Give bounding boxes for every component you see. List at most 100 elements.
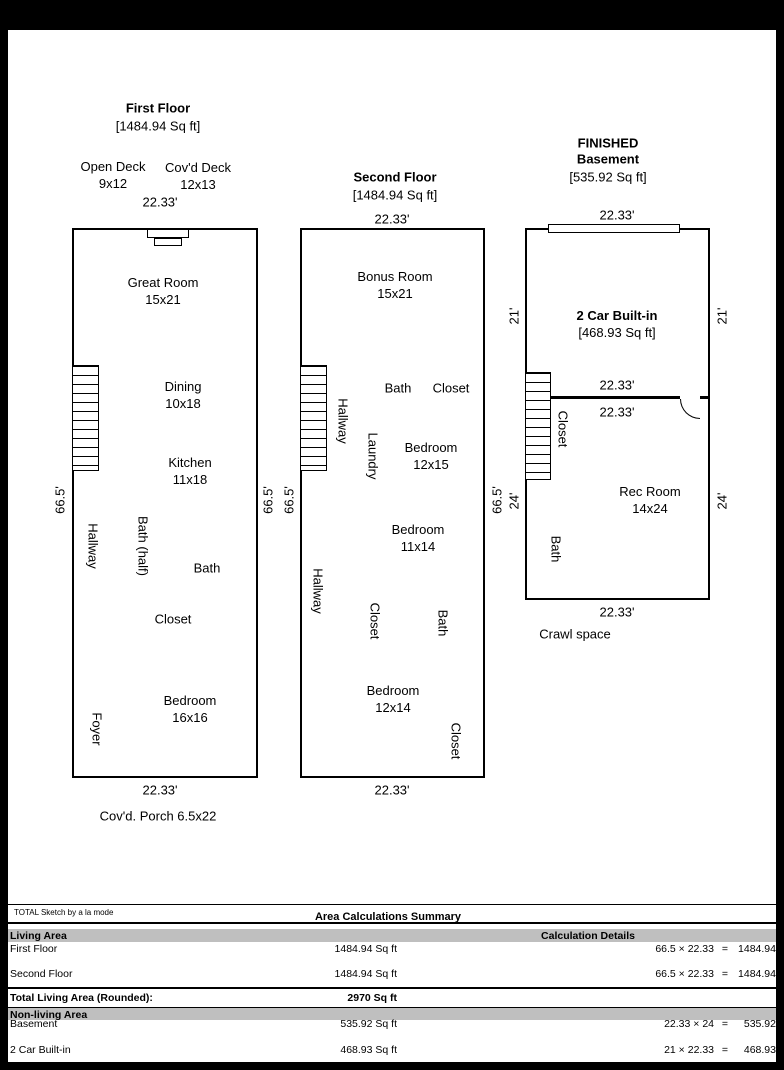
sf-bath-upper-label: Bath — [384, 380, 412, 396]
row-result: 1484.94 — [738, 968, 776, 980]
room-name: Rec Room — [619, 484, 681, 499]
row-result: 535.92 — [743, 1018, 776, 1030]
row-label: Second Floor — [10, 968, 73, 980]
sf-closet-lower-label: Closet — [448, 722, 464, 760]
bm-dim-garage-left: 21' — [506, 307, 522, 325]
sf-closet-upper-label: Closet — [432, 380, 470, 396]
ff-bedroom-label: Bedroom 16x16 — [164, 692, 217, 726]
first-floor-title: First Floor — [125, 100, 191, 116]
basement-title-line2: Basement — [576, 151, 640, 167]
calc-details-header: Calculation Details — [541, 930, 635, 942]
row-equals: = — [721, 968, 729, 980]
garage-label: 2 Car Built-in [468.93 Sq ft] — [577, 307, 658, 341]
sf-dim-left: 66.5' — [281, 486, 297, 514]
sf-bedroom1-label: Bedroom 12x15 — [405, 439, 458, 473]
great-room-label: Great Room 15x21 — [128, 274, 199, 308]
row-label: First Floor — [10, 943, 58, 955]
sf-hallway-upper-label: Hallway — [335, 398, 351, 444]
row-result: 1484.94 — [738, 943, 776, 955]
ff-dim-left: 66.5' — [52, 486, 68, 514]
room-dim: 9x12 — [98, 176, 128, 191]
table-row-first-floor: First Floor 1484.94 Sq ft 66.5 × 22.33 =… — [8, 943, 776, 956]
row-equals: = — [721, 943, 729, 955]
sf-bedroom3-label: Bedroom 12x14 — [367, 682, 420, 716]
room-name: Open Deck — [80, 159, 146, 174]
basement-interior-wall — [550, 396, 680, 399]
room-dim: 16x16 — [172, 710, 208, 725]
ff-dim-bottom: 22.33' — [142, 782, 178, 798]
living-area-header-band: Living Area Calculation Details — [8, 929, 776, 942]
nonliving-header: Non-living Area — [10, 1009, 88, 1021]
garage-door — [548, 224, 680, 233]
ff-hallway-label: Hallway — [85, 523, 101, 569]
deck-step-outer — [147, 229, 189, 238]
covd-deck-label: Cov'd Deck 12x13 — [165, 159, 231, 193]
room-dim: 15x21 — [377, 286, 413, 301]
room-dim: 11x14 — [400, 539, 436, 554]
summary-divider-header — [8, 922, 776, 924]
row-factors: 21 × 22.33 — [664, 1044, 714, 1056]
dining-label: Dining 10x18 — [165, 378, 202, 412]
row-factors: 22.33 × 24 — [664, 1018, 714, 1030]
summary-divider-top — [8, 904, 776, 905]
deck-step-inner — [154, 238, 182, 246]
table-row-basement: Basement 535.92 Sq ft 22.33 × 24 = 535.9… — [8, 1018, 776, 1031]
ff-closet-label: Closet — [154, 611, 192, 627]
row-equals: = — [721, 1044, 729, 1056]
ff-bath-half-label: Bath (half) — [135, 516, 151, 576]
basement-area: [535.92 Sq ft] — [569, 169, 647, 185]
basement-outline — [525, 228, 710, 600]
room-dim: 10x18 — [165, 396, 201, 411]
room-name: Kitchen — [168, 455, 212, 470]
table-row-total: Total Living Area (Rounded): 2970 Sq ft — [8, 992, 776, 1005]
living-area-header: Living Area — [10, 930, 67, 942]
room-dim: 12x14 — [375, 700, 411, 715]
room-area: [468.93 Sq ft] — [578, 325, 656, 340]
sf-bedroom2-label: Bedroom 11x14 — [392, 521, 445, 555]
room-dim: 12x15 — [413, 457, 449, 472]
room-name: Bedroom — [404, 440, 458, 455]
foyer-label: Foyer — [89, 712, 105, 746]
sf-dim-bottom: 22.33' — [374, 782, 410, 798]
ff-stairs — [72, 365, 99, 471]
row-result: 468.93 — [743, 1044, 776, 1056]
summary-divider-total — [8, 987, 776, 989]
sf-hallway-lower-label: Hallway — [310, 568, 326, 614]
bm-dim-rec-left: 24' — [506, 492, 522, 510]
row-factors: 66.5 × 22.33 — [655, 943, 714, 955]
ff-dim-right: 66.5' — [260, 486, 276, 514]
second-floor-title: Second Floor — [353, 169, 437, 185]
bm-dim-bottom: 22.33' — [599, 604, 635, 620]
bm-stairs — [525, 372, 551, 480]
table-row-garage: 2 Car Built-in 468.93 Sq ft 21 × 22.33 =… — [8, 1044, 776, 1057]
laundry-label: Laundry — [365, 432, 381, 480]
room-name: Cov'd Deck — [164, 160, 232, 175]
total-label: Total Living Area (Rounded): — [10, 992, 153, 1004]
row-value: 468.93 Sq ft — [340, 1044, 397, 1056]
table-row-second-floor: Second Floor 1484.94 Sq ft 66.5 × 22.33 … — [8, 968, 776, 981]
porch-label: Cov'd. Porch 6.5x22 — [99, 808, 217, 824]
room-name: 2 Car Built-in — [576, 308, 658, 323]
room-dim: 12x13 — [180, 177, 216, 192]
bm-dim-rec-right: 24' — [714, 492, 730, 510]
row-factors: 66.5 × 22.33 — [655, 968, 714, 980]
crawl-space-label: Crawl space — [539, 626, 611, 642]
room-dim: 14x24 — [632, 501, 668, 516]
second-floor-area: [1484.94 Sq ft] — [352, 187, 438, 203]
open-deck-label: Open Deck 9x12 — [80, 158, 145, 192]
summary-title: Area Calculations Summary — [314, 911, 462, 923]
basement-title-line1: FINISHED — [577, 135, 639, 151]
bm-closet-label: Closet — [555, 410, 571, 448]
rec-room-label: Rec Room 14x24 — [619, 483, 680, 517]
row-equals: = — [721, 1018, 729, 1030]
kitchen-label: Kitchen 11x18 — [168, 454, 211, 488]
brand-text: TOTAL Sketch by a la mode — [14, 908, 114, 917]
sf-dim-right: 66.5' — [489, 486, 505, 514]
room-name: Bedroom — [163, 693, 217, 708]
room-name: Bonus Room — [357, 269, 433, 284]
row-label: Basement — [10, 1018, 58, 1030]
ff-dim-top: 22.33' — [142, 194, 178, 210]
sf-stairs — [300, 365, 327, 471]
room-name: Great Room — [127, 275, 199, 290]
